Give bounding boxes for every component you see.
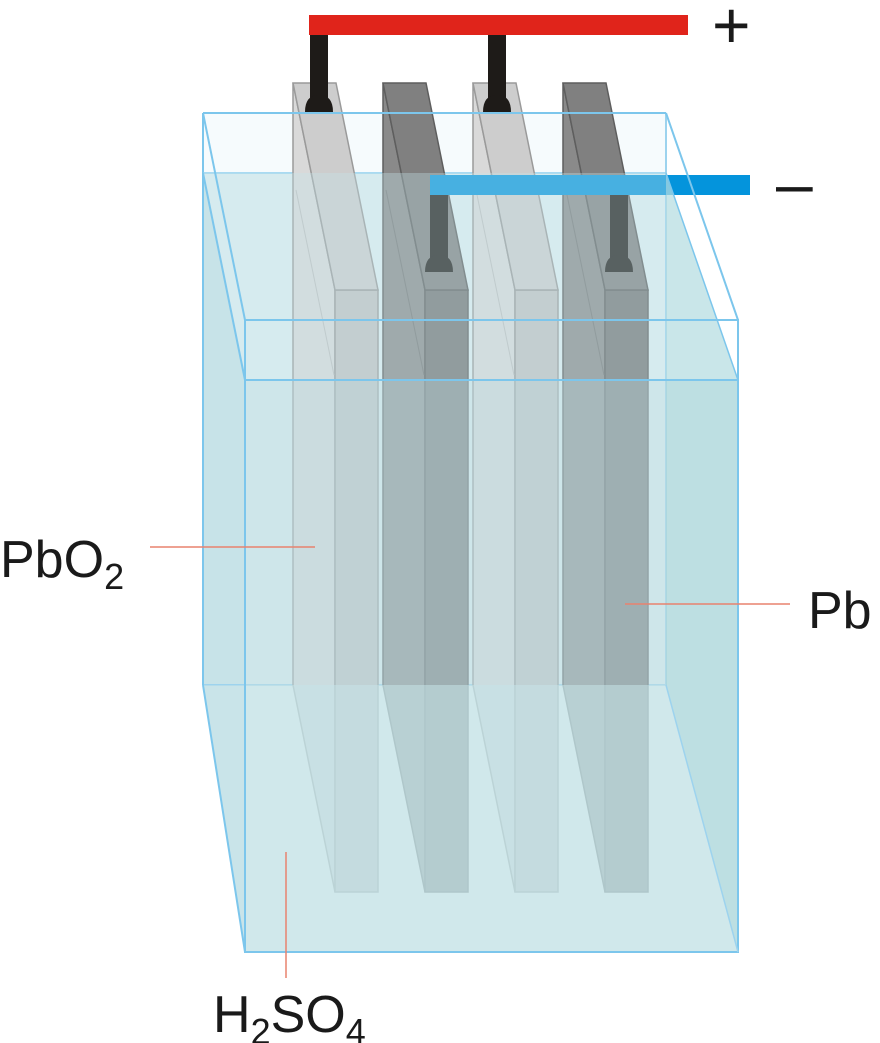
- right-wall-liquid: [666, 173, 738, 952]
- bottom-liquid: [203, 685, 738, 952]
- label-h2so4-h: H: [213, 986, 251, 1043]
- tank-bottom-right-edge: [665, 684, 739, 953]
- positive-bus-bar: [309, 15, 688, 35]
- positive-sign: +: [712, 0, 751, 62]
- plate-shade: [565, 189, 605, 376]
- label-h2so4: H2SO4: [213, 986, 366, 1043]
- tank-bottom-left-edge: [202, 684, 246, 953]
- label-h2so4-sub1: 2: [251, 1011, 271, 1043]
- liquid-surface: [203, 173, 738, 380]
- liquid-right-edge: [665, 172, 739, 381]
- tank-front-rim: [244, 319, 739, 953]
- positive-terminal: [305, 15, 688, 112]
- label-pbo2-base: PbO: [0, 531, 104, 589]
- label-h2so4-so: SO: [271, 986, 346, 1043]
- leader-lines: [150, 546, 790, 978]
- liquid-left-edge: [202, 172, 246, 381]
- negative-lug-2: [610, 190, 628, 260]
- negative-sign: –: [776, 146, 813, 220]
- tank-front: [202, 112, 739, 953]
- negative-lug-1: [430, 190, 448, 260]
- label-pbo2-sub: 2: [104, 556, 124, 597]
- negative-lug-1-foot: [425, 255, 453, 272]
- positive-lug-1-foot: [305, 95, 333, 112]
- negative-lug-2-foot: [605, 255, 633, 272]
- label-h2so4-sub2: 4: [346, 1011, 366, 1043]
- positive-lug-2-foot: [483, 95, 511, 112]
- label-pb: Pb: [808, 582, 872, 640]
- plate-shade: [385, 189, 425, 376]
- tank-top-left-edge: [202, 112, 246, 321]
- label-pbo2: PbO2: [0, 531, 124, 597]
- plate-shade: [295, 189, 335, 376]
- tank-top-right-edge: [665, 112, 739, 321]
- plate-shade: [475, 189, 515, 376]
- positive-lug-1: [310, 22, 328, 102]
- positive-lug-2: [488, 22, 506, 102]
